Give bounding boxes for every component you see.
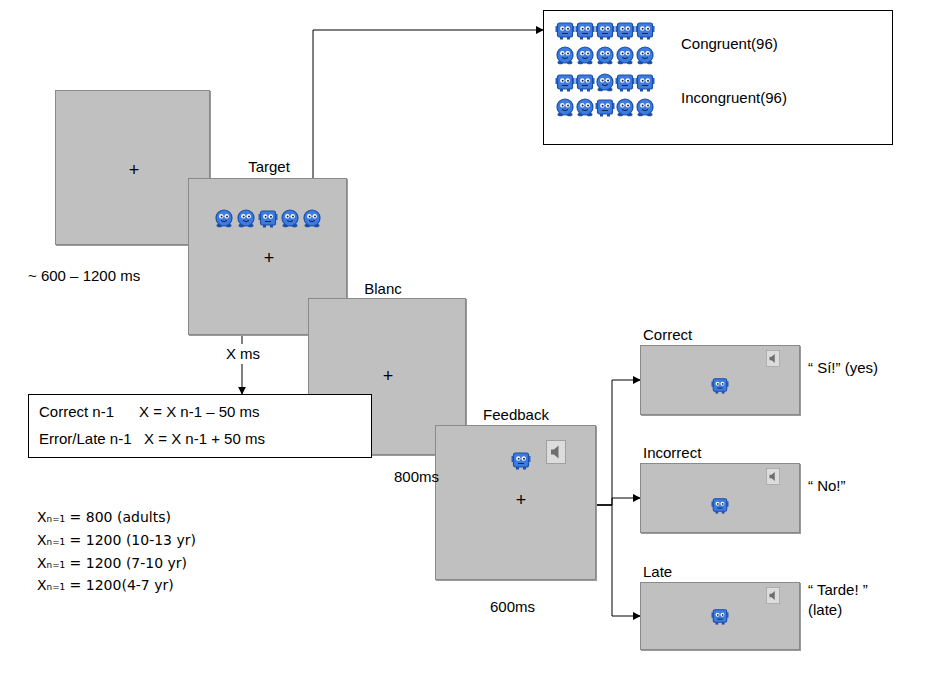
feedback-sound-label: “ No!”: [808, 476, 846, 496]
round-icon: [238, 210, 254, 227]
round-icon: [597, 47, 613, 64]
congruent-rows: [556, 23, 655, 64]
square-icon: [576, 23, 595, 40]
feedback-sound-label: “ Sí!” (yes): [808, 358, 878, 378]
square-icon: [576, 75, 595, 92]
fixation-screen: +: [55, 90, 210, 245]
round-icon: [557, 47, 573, 64]
round-icon: [617, 47, 633, 64]
square-icon: [556, 75, 575, 92]
speaker-icon: [547, 441, 566, 464]
screen-heading: Blanc: [364, 280, 402, 298]
round-icon: [597, 74, 613, 91]
duration-label: 600ms: [490, 597, 535, 617]
fixation-cross: +: [383, 366, 394, 388]
speaker-icon: [766, 350, 779, 366]
round-icon: [216, 210, 232, 227]
screen-heading: Correct: [643, 326, 692, 344]
round-icon: [617, 99, 633, 116]
duration-label: ~ 600 – 1200 ms: [28, 266, 140, 286]
box-text: Correct n-1 X = X n-1 – 50 ms: [39, 403, 260, 421]
fixation-cross: +: [264, 248, 275, 270]
square-icon: [259, 211, 278, 228]
duration-label: 800ms: [394, 467, 439, 487]
box-text: Error/Late n-1 X = X n-1 + 50 ms: [39, 430, 265, 448]
screen-heading: Late: [643, 563, 672, 581]
round-icon: [577, 47, 593, 64]
fixation-cross: +: [129, 160, 140, 182]
speaker-icon: [766, 468, 779, 484]
square-icon: [556, 23, 575, 40]
square-icon: [616, 75, 635, 92]
initial-duration-note: Xₙ₌₁ = 1200 (10-13 yr): [37, 531, 196, 549]
round-icon: [282, 210, 298, 227]
round-icon: [637, 99, 653, 116]
initial-duration-note: Xₙ₌₁ = 1200 (7-10 yr): [37, 554, 187, 572]
correct-screen: Correct: [640, 345, 800, 415]
screen-heading: Incorrect: [643, 444, 701, 462]
connector-arrow: [596, 380, 640, 505]
feedback-icon: [711, 499, 728, 514]
round-icon: [637, 47, 653, 64]
feedback-icon: [711, 379, 728, 394]
speaker-icon: [766, 587, 779, 603]
square-icon: [596, 23, 615, 40]
box-text: Congruent(96): [681, 35, 778, 53]
incongruent-rows: [556, 74, 655, 117]
connector-arrow: [596, 498, 640, 505]
feedback-icon: [512, 453, 531, 470]
late-screen: Late: [640, 582, 800, 650]
staircase-rule-box: Correct n-1 X = X n-1 – 50 ms Error/Late …: [28, 394, 372, 458]
connector-arrow: [313, 30, 543, 178]
square-icon: [636, 75, 655, 92]
square-icon: [636, 23, 655, 40]
box-text: Incongruent(96): [681, 89, 787, 107]
feedback-icon: [711, 610, 728, 625]
feedback-screen: Feedback+: [435, 425, 596, 580]
square-icon: [596, 100, 615, 117]
round-icon: [577, 99, 593, 116]
incorrect-screen: Incorrect: [640, 463, 800, 533]
duration-label: X ms: [223, 344, 263, 364]
round-icon: [304, 210, 320, 227]
square-icon: [616, 23, 635, 40]
screen-heading: Target: [248, 158, 290, 176]
initial-duration-note: Xₙ₌₁ = 800 (adults): [37, 508, 171, 526]
fixation-cross: +: [516, 490, 527, 512]
initial-duration-note: Xₙ₌₁ = 1200(4-7 yr): [37, 576, 174, 594]
round-icon: [557, 99, 573, 116]
connector-arrow: [596, 505, 640, 616]
screen-heading: Feedback: [483, 406, 549, 424]
target-flanker-row: [216, 210, 320, 228]
stimulus-types-box: Congruent(96) Incongruent(96): [543, 10, 893, 145]
feedback-sound-label: “ Tarde! ” (late): [808, 580, 890, 619]
